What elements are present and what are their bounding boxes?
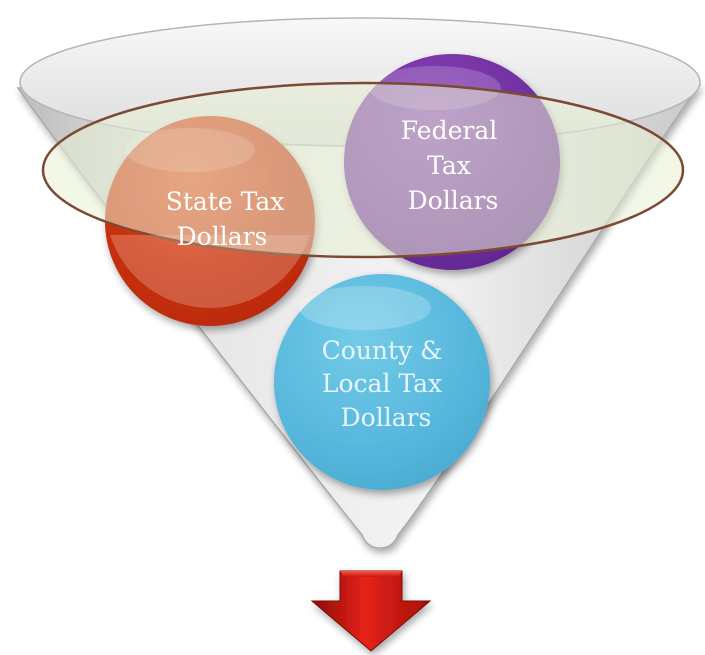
county-local-tax-label: County & Local Tax Dollars [322,336,451,432]
federal-tax-label: Federal Tax Dollars [401,116,505,215]
down-arrow-icon [310,570,432,652]
county-tax-label-line-2: Local Tax [322,369,442,398]
county-tax-label-line-1: County & [322,336,443,365]
state-tax-label: State Tax Dollars [166,187,293,251]
state-circle-glass-overlay [110,235,310,308]
federal-tax-label-line-1: Federal [401,116,497,145]
county-tax-label-line-3: Dollars [341,403,432,432]
circle-county-local-tax [274,274,490,490]
federal-tax-label-line-3: Dollars [408,186,499,215]
federal-tax-label-line-2: Tax [427,151,471,180]
state-tax-label-line-2: Dollars [177,222,268,251]
funnel-rim-inner [41,81,685,259]
state-tax-label-line-1: State Tax [166,187,285,216]
